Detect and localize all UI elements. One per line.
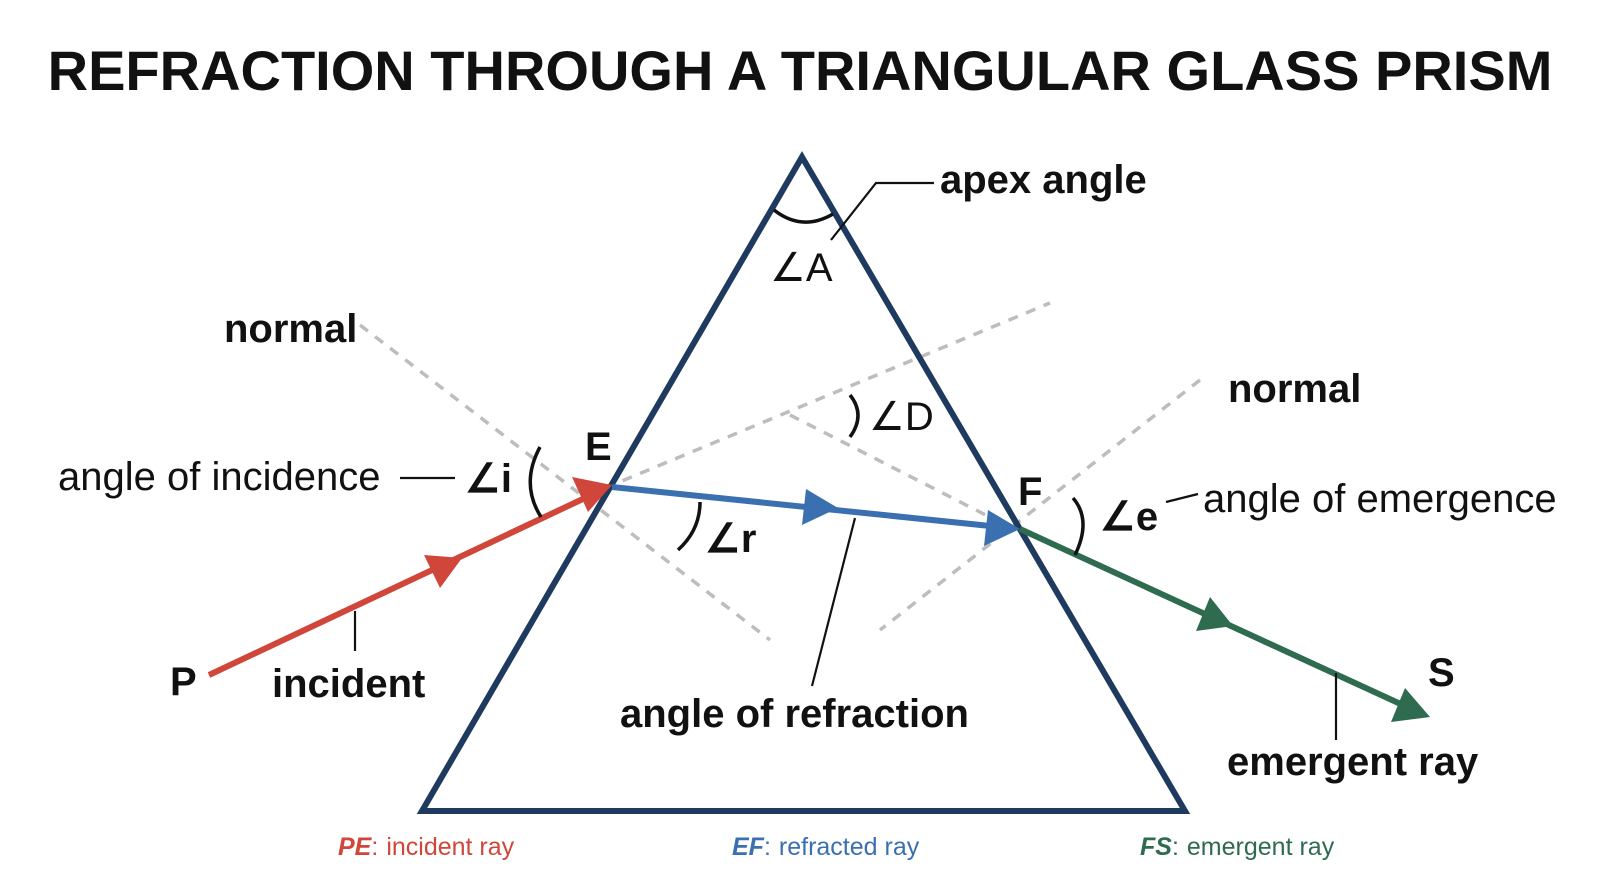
angle-of-refraction-leader bbox=[810, 517, 857, 687]
emergent-ray-arrowhead-end bbox=[1391, 688, 1430, 722]
incident-label: incident bbox=[272, 662, 425, 706]
normal-right-label: normal bbox=[1228, 367, 1361, 411]
emergent-ray-arrowhead-mid bbox=[1196, 597, 1233, 631]
incident-ray bbox=[207, 495, 587, 678]
incident-ray-arrowhead-end bbox=[572, 477, 612, 512]
angle-r-label: ∠r bbox=[705, 517, 756, 561]
angle-of-emergence-leader bbox=[1165, 492, 1199, 504]
incident-ray-arrowhead-mid bbox=[424, 555, 462, 588]
angle-r-arc bbox=[676, 501, 702, 552]
normal-line-at-E bbox=[358, 323, 772, 642]
refracted-ray-arrowhead-mid bbox=[802, 489, 838, 525]
page-title: REFRACTION THROUGH A TRIANGULAR GLASS PR… bbox=[48, 39, 1553, 102]
legend-text-refracted: refracted ray bbox=[779, 833, 920, 861]
prism-triangle bbox=[416, 151, 1191, 814]
legend-key-incident: PE bbox=[338, 833, 373, 861]
angle-D-label: ∠D bbox=[869, 395, 934, 439]
legend-sep-refracted: : bbox=[764, 833, 771, 861]
apex-angle-leader bbox=[830, 181, 934, 241]
legend-key-refracted: EF bbox=[732, 833, 765, 861]
normal-left-label: normal bbox=[224, 307, 357, 351]
apex-angle-label: apex angle bbox=[940, 158, 1147, 202]
legend-item-emergent: FS: emergent ray bbox=[1140, 833, 1335, 861]
emergent-ray-label: emergent ray bbox=[1227, 740, 1479, 784]
angle-of-emergence-label: angle of emergence bbox=[1203, 477, 1557, 521]
point-P-label: P bbox=[170, 660, 197, 704]
point-S-label: S bbox=[1428, 651, 1455, 695]
legend-key-emergent: FS bbox=[1140, 833, 1172, 861]
angle-i-arc bbox=[528, 446, 543, 518]
angle-A-label: ∠A bbox=[770, 246, 833, 290]
angle-e-arc bbox=[1071, 496, 1085, 556]
angle-of-refraction-label: angle of refraction bbox=[620, 692, 969, 736]
legend-sep-incident: : bbox=[371, 833, 378, 861]
legend-item-refracted: EF: refracted ray bbox=[732, 833, 920, 861]
refracted-ray-arrowhead-end bbox=[984, 510, 1020, 546]
legend-text-emergent: emergent ray bbox=[1187, 833, 1335, 861]
angle-D-arc bbox=[848, 393, 860, 439]
incident-ray-extension bbox=[604, 301, 1051, 490]
angle-e-label: ∠e bbox=[1100, 495, 1158, 539]
angle-i-label: ∠i bbox=[465, 457, 512, 501]
angle-of-incidence-label: angle of incidence bbox=[58, 455, 380, 499]
legend-sep-emergent: : bbox=[1172, 833, 1179, 861]
legend-text-incident: incident ray bbox=[386, 833, 514, 861]
point-E-label: E bbox=[585, 425, 612, 469]
point-F-label: F bbox=[1018, 470, 1042, 514]
legend-item-incident: PE: incident ray bbox=[338, 833, 515, 861]
apex-angle-arc bbox=[772, 208, 834, 224]
emergent-ray-extension bbox=[789, 413, 1016, 532]
